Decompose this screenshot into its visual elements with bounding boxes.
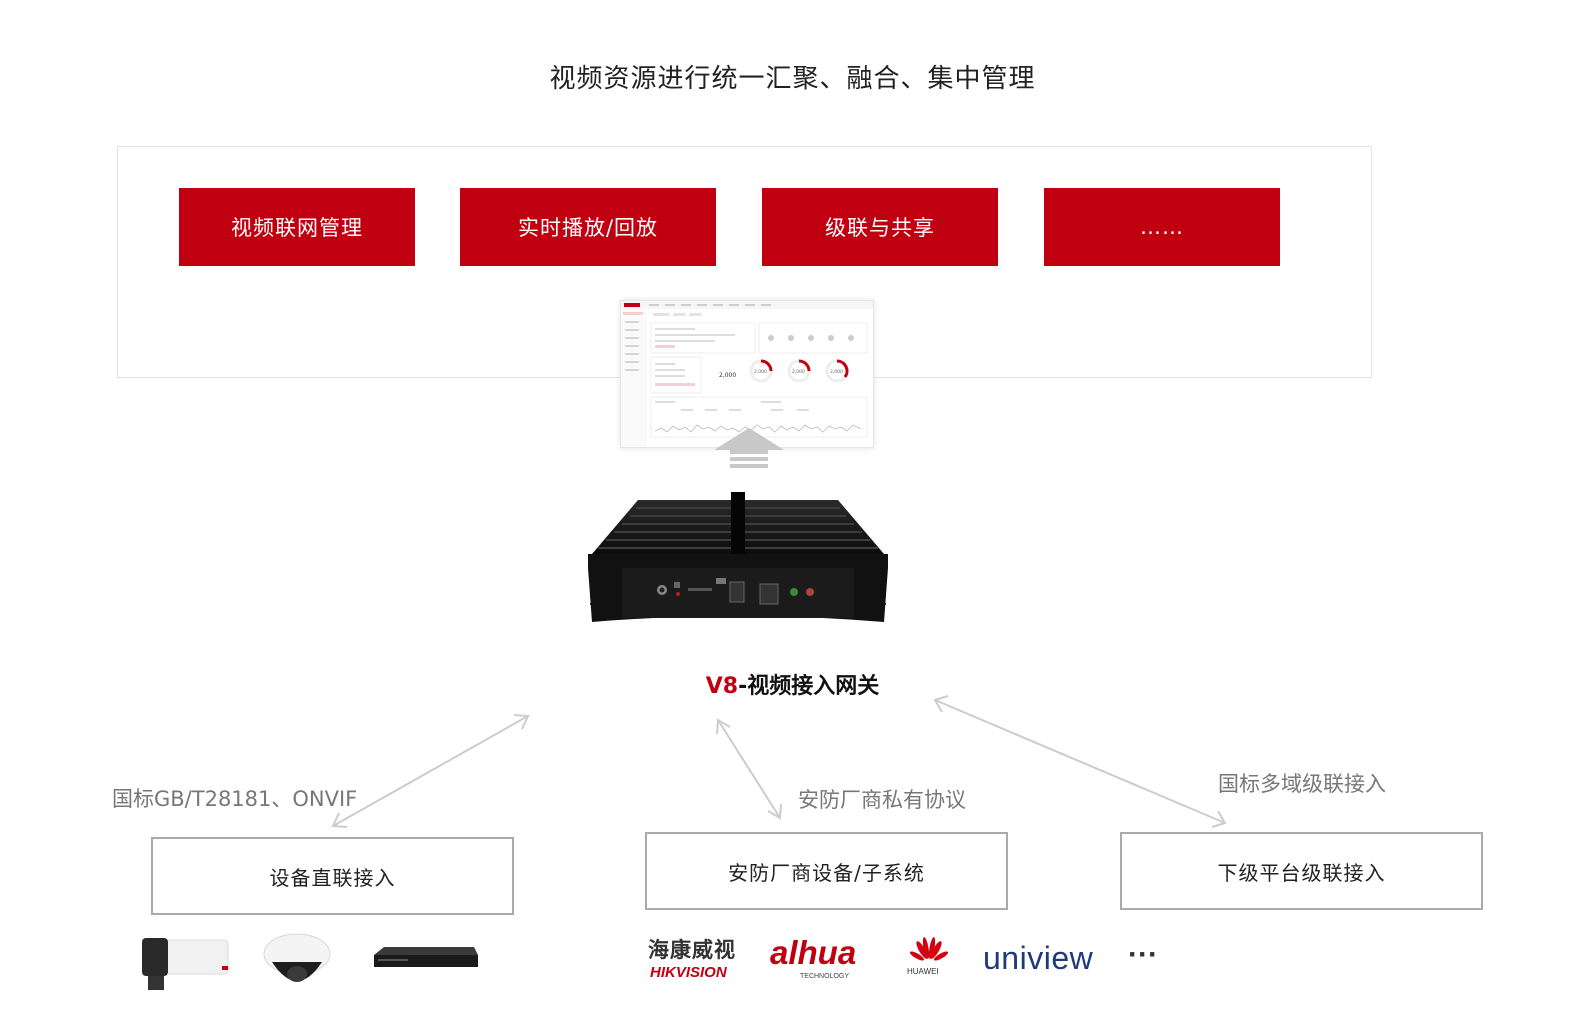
access-box-direct[interactable]: 设备直联接入 <box>151 837 514 915</box>
dahua-logo: alhua <box>770 934 857 971</box>
protocol-label-right: 国标多域级联接入 <box>1218 772 1386 796</box>
hikvision-logo-cn: 海康威视 <box>648 938 736 962</box>
function-cascade-share[interactable]: 级联与共享 <box>762 188 998 266</box>
protocol-label-left: 国标GB/T28181、ONVIF <box>112 787 358 811</box>
dome-camera-icon <box>263 933 331 982</box>
device-model: V8 <box>705 674 739 699</box>
dahua-logo-sub: TECHNOLOGY <box>800 973 850 980</box>
gauge-value: 2,000 <box>754 369 767 375</box>
function-live-playback[interactable]: 实时播放/回放 <box>460 188 716 266</box>
nvr-recorder-icon <box>374 947 478 967</box>
gateway-device-label: V8-视频接入网关 <box>0 668 1585 700</box>
more-brands-ellipsis: ··· <box>1128 938 1158 971</box>
gateway-device-illustration <box>588 492 888 622</box>
gauge-value: 2,000 <box>792 369 805 375</box>
uniview-logo: uniview <box>983 940 1094 976</box>
hikvision-logo-en: HIKVISION <box>650 964 727 981</box>
function-video-network[interactable]: 视频联网管理 <box>179 188 415 266</box>
bullet-camera-icon <box>142 938 229 990</box>
dashboard-screenshot: 2,000 2,000 2,000 2,000 <box>620 300 874 448</box>
page-title: 视频资源进行统一汇聚、融合、集中管理 <box>549 64 1036 94</box>
gauge-value: 2,000 <box>830 369 843 375</box>
protocol-label-middle: 安防厂商私有协议 <box>798 788 966 812</box>
access-box-cascade[interactable]: 下级平台级联接入 <box>1120 832 1483 910</box>
huawei-logo-text: HUAWEI <box>907 967 939 976</box>
dashboard-value: 2,000 <box>719 372 736 379</box>
access-box-vendor[interactable]: 安防厂商设备/子系统 <box>645 832 1008 910</box>
device-name: -视频接入网关 <box>738 674 880 699</box>
function-more[interactable]: …… <box>1044 188 1280 266</box>
huawei-flower-icon <box>910 937 948 961</box>
dashboard-illustration: 2,000 2,000 2,000 2,000 <box>621 301 873 447</box>
upload-arrow-icon <box>714 428 784 468</box>
